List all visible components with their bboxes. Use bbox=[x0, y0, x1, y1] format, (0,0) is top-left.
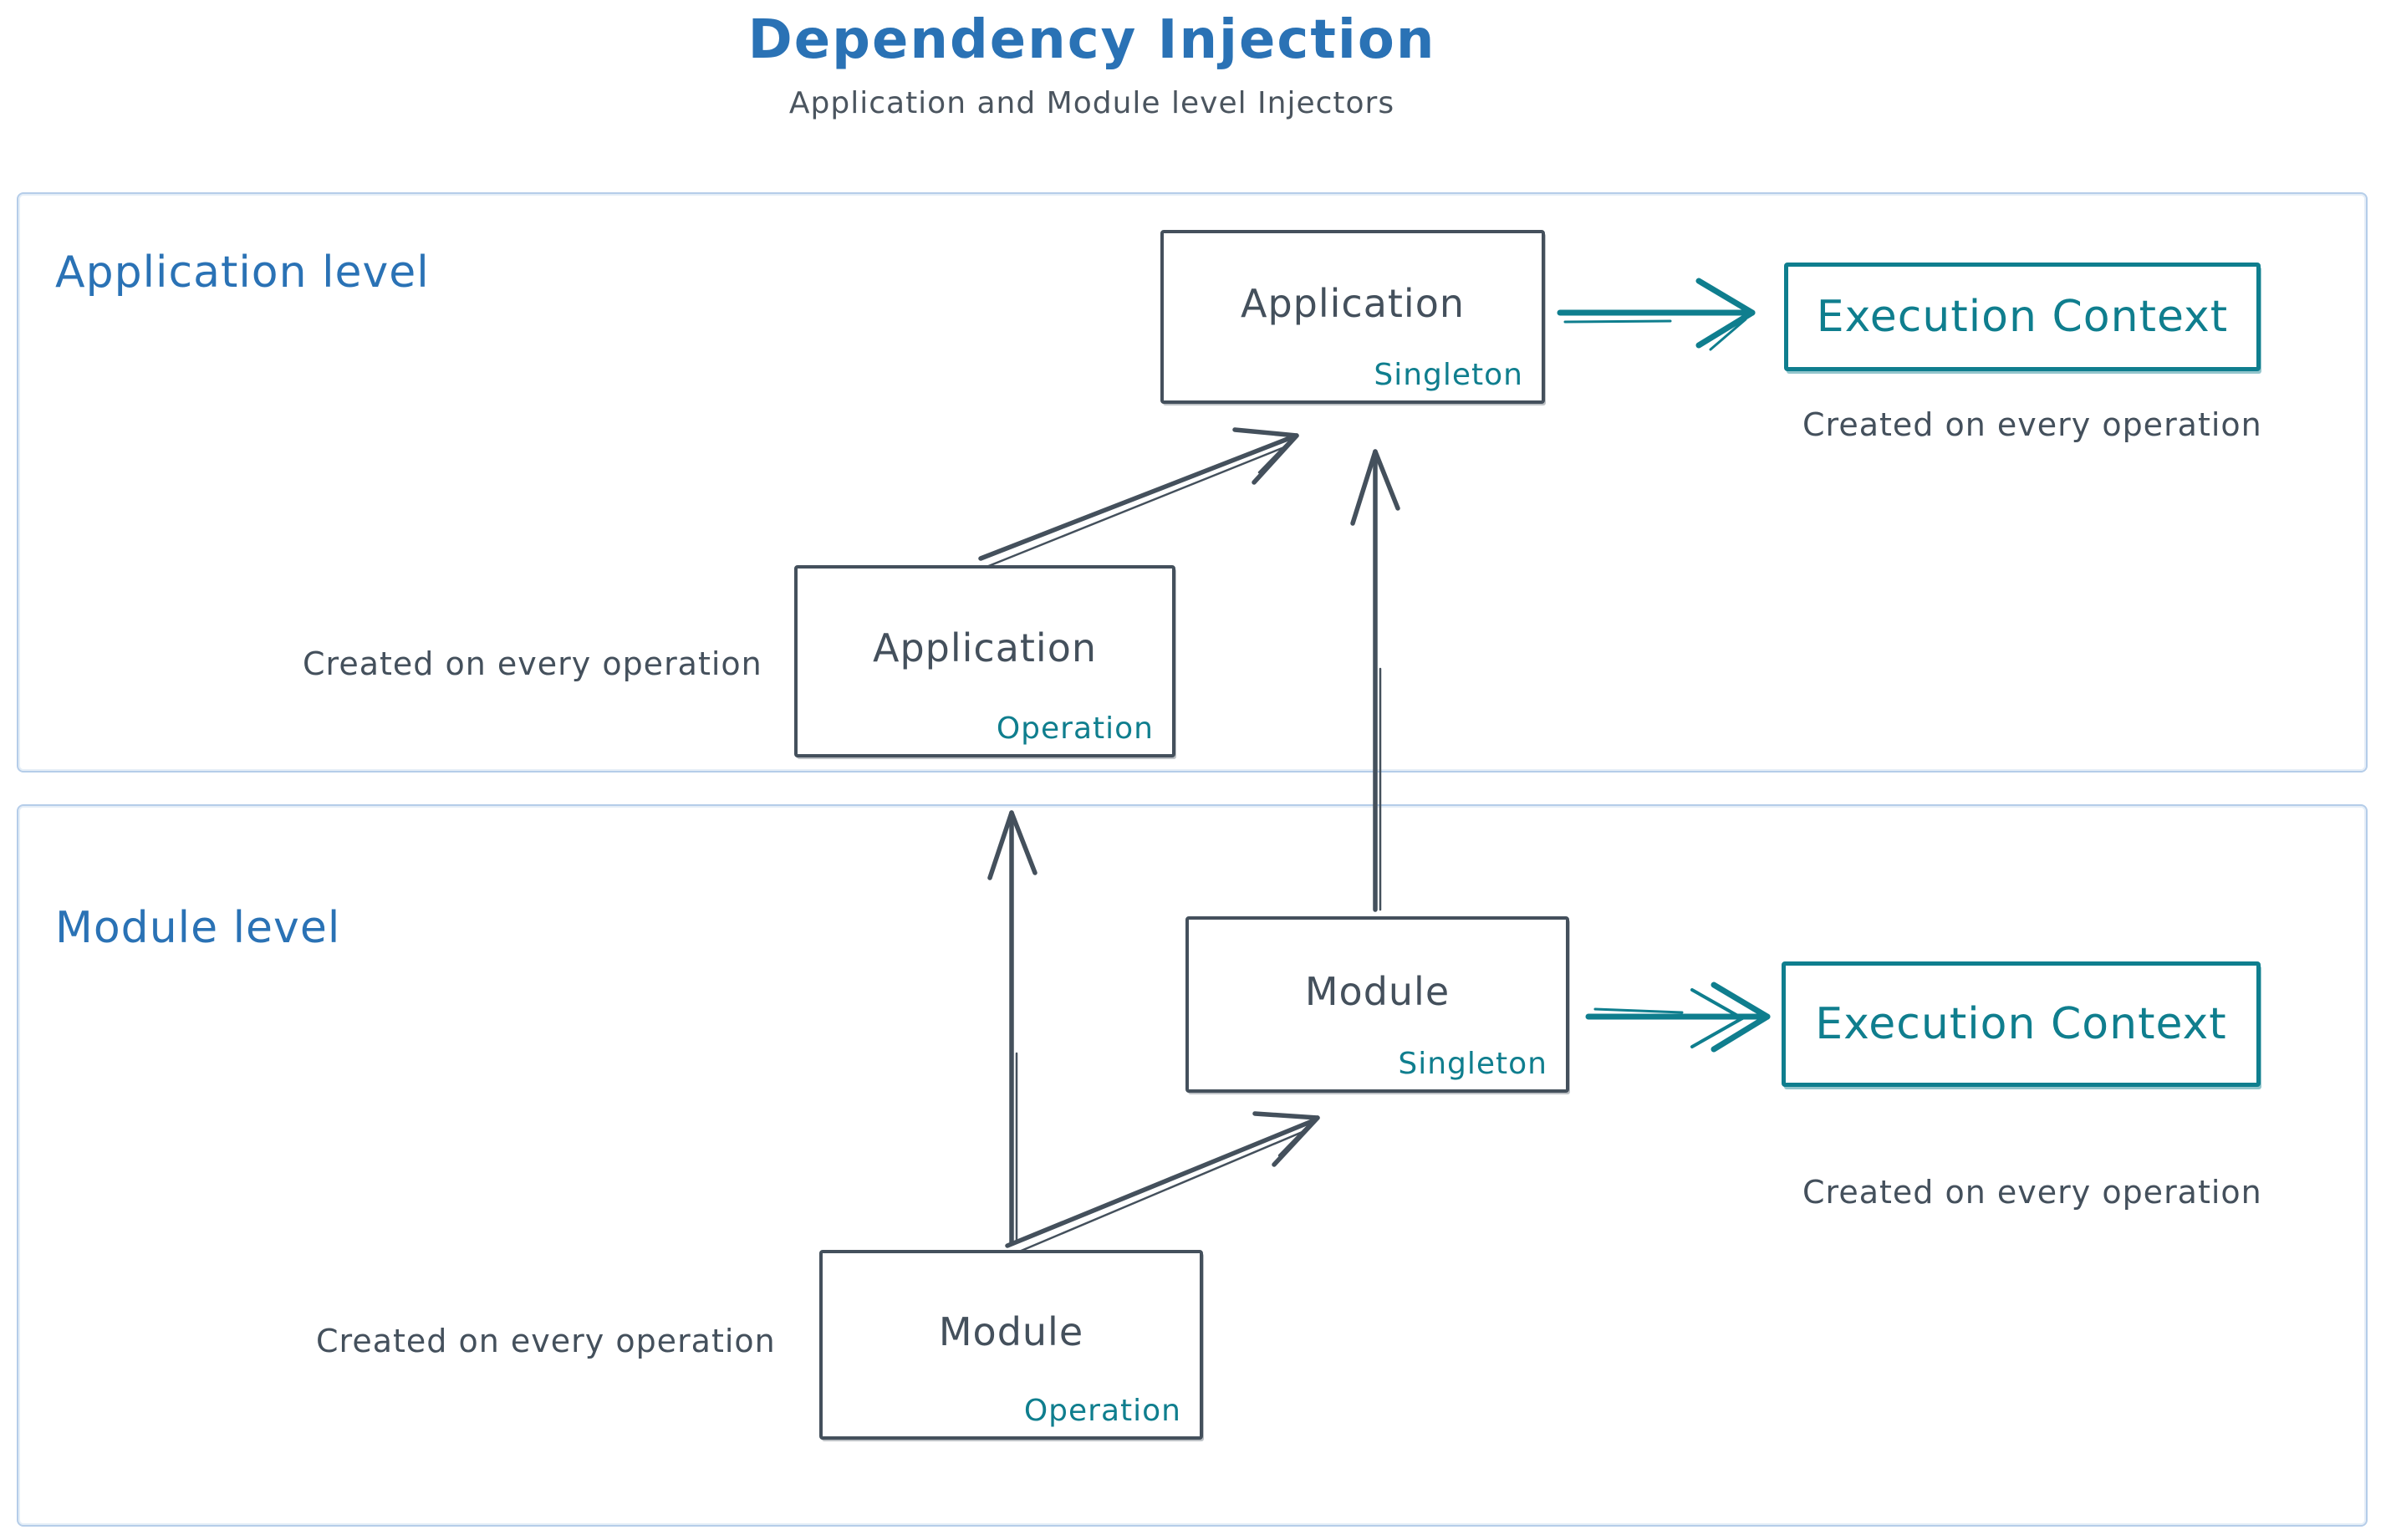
diagram-title: Dependency Injection bbox=[747, 9, 1436, 71]
application-level-section bbox=[17, 192, 2368, 773]
module-level-label: Module level bbox=[55, 903, 341, 953]
diagram-header: Dependency Injection Application and Mod… bbox=[0, 8, 2184, 120]
module-operation-box: Module Operation bbox=[819, 1250, 1203, 1440]
application-singleton-box: Application Singleton bbox=[1160, 230, 1545, 404]
module-operation-scope-label: Operation bbox=[1023, 1394, 1181, 1428]
application-singleton-scope-label: Singleton bbox=[1374, 358, 1523, 392]
module-operation-caption: Created on every operation bbox=[316, 1323, 776, 1359]
application-operation-box: Application Operation bbox=[794, 565, 1175, 757]
module-execution-context-label: Execution Context bbox=[1815, 999, 2227, 1049]
application-execution-context-label: Execution Context bbox=[1816, 292, 2229, 342]
module-execution-context-box: Execution Context bbox=[1782, 961, 2261, 1087]
module-execution-context-caption: Created on every operation bbox=[1802, 1174, 2262, 1211]
application-level-label: Application level bbox=[55, 247, 430, 298]
application-singleton-title: Application bbox=[1240, 281, 1466, 326]
application-execution-context-caption: Created on every operation bbox=[1802, 406, 2262, 443]
module-singleton-title: Module bbox=[1304, 968, 1450, 1014]
application-operation-title: Application bbox=[872, 625, 1098, 671]
application-operation-caption: Created on every operation bbox=[303, 645, 762, 682]
module-operation-title: Module bbox=[938, 1308, 1084, 1354]
application-execution-context-box: Execution Context bbox=[1784, 263, 2261, 371]
diagram-subtitle: Application and Module level Injectors bbox=[788, 85, 1395, 120]
module-singleton-box: Module Singleton bbox=[1185, 916, 1569, 1093]
module-level-section bbox=[17, 804, 2368, 1527]
module-singleton-scope-label: Singleton bbox=[1398, 1047, 1547, 1081]
application-operation-scope-label: Operation bbox=[996, 711, 1154, 746]
